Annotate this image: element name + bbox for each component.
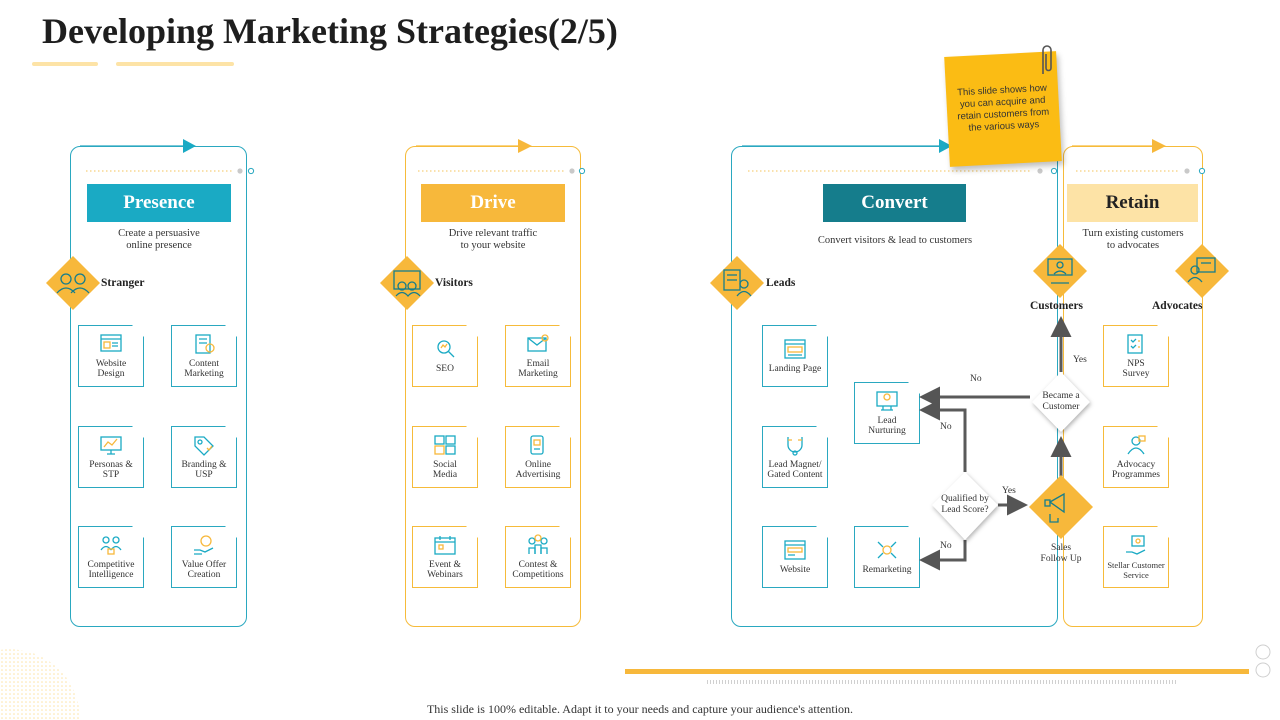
seo-icon bbox=[433, 338, 457, 360]
website-icon bbox=[99, 333, 123, 355]
drive-header: Drive bbox=[421, 184, 565, 222]
stage-advocates: Advocates bbox=[1152, 300, 1203, 312]
nurture-icon bbox=[875, 390, 899, 412]
email-icon bbox=[526, 333, 550, 355]
title-underline-left bbox=[32, 62, 98, 66]
card-branding-usp: Branding &USP bbox=[171, 426, 237, 488]
advocacy-icon bbox=[1124, 434, 1148, 456]
stage-leads: Leads bbox=[766, 277, 796, 289]
bottom-bar bbox=[625, 669, 1249, 674]
card-lead-magnet: Lead Magnet/Gated Content bbox=[762, 426, 828, 488]
card-website: Website bbox=[762, 526, 828, 588]
survey-icon bbox=[1124, 333, 1148, 355]
trophy-icon bbox=[526, 534, 550, 556]
convert-header: Convert bbox=[823, 184, 966, 222]
stage-visitors: Visitors bbox=[435, 277, 473, 289]
paperclip-icon bbox=[1042, 45, 1052, 74]
convert-description: Convert visitors & lead to customers bbox=[817, 235, 973, 246]
sales-followup-diamond bbox=[1029, 475, 1093, 539]
team-icon bbox=[99, 534, 123, 556]
arrow-head-icon bbox=[183, 139, 196, 153]
customers-icon bbox=[1033, 244, 1087, 298]
no-label: No bbox=[970, 374, 982, 384]
card-seo: SEO bbox=[412, 325, 478, 387]
service-icon bbox=[1124, 534, 1148, 556]
presence-header: Presence bbox=[87, 184, 231, 222]
document-icon bbox=[192, 333, 216, 355]
social-icon bbox=[433, 434, 457, 456]
stage-stranger: Stranger bbox=[101, 277, 145, 289]
no-label: No bbox=[940, 541, 952, 551]
card-landing-page: Landing Page bbox=[762, 325, 828, 387]
card-contest-competitions: Contest &Competitions bbox=[505, 526, 571, 588]
corner-decoration bbox=[0, 649, 81, 720]
visitors-icon bbox=[380, 256, 434, 310]
yes-label: Yes bbox=[1073, 355, 1087, 365]
ad-icon bbox=[526, 434, 550, 456]
megaphone-icon bbox=[1044, 492, 1065, 523]
tag-icon bbox=[192, 434, 216, 456]
stage-customers: Customers bbox=[1030, 300, 1084, 312]
arrow-head-icon bbox=[939, 139, 952, 153]
magnet-icon bbox=[783, 434, 807, 456]
landing-page-icon bbox=[783, 338, 807, 360]
card-personas-stp: Personas &STP bbox=[78, 426, 144, 488]
yes-label: Yes bbox=[1002, 486, 1016, 496]
decision-qualified bbox=[932, 472, 998, 540]
retain-header: Retain bbox=[1067, 184, 1198, 222]
decision-became-customer bbox=[1032, 372, 1090, 432]
footer-text: This slide is 100% editable. Adapt it to… bbox=[426, 702, 854, 716]
leads-icon bbox=[710, 256, 764, 310]
card-event-webinars: Event &Webinars bbox=[412, 526, 478, 588]
hand-coin-icon bbox=[192, 534, 216, 556]
arrow-head-icon bbox=[518, 139, 532, 153]
arrow-head-icon bbox=[1152, 139, 1166, 153]
website-icon bbox=[783, 539, 807, 561]
calendar-icon bbox=[433, 534, 457, 556]
monitor-icon bbox=[99, 434, 123, 456]
page-title: Developing Marketing Strategies(2/5) bbox=[42, 11, 618, 51]
remarketing-icon bbox=[875, 539, 899, 561]
title-underline-right bbox=[116, 62, 234, 66]
advocates-icon bbox=[1175, 244, 1229, 298]
no-label: No bbox=[940, 422, 952, 432]
card-remarketing: Remarketing bbox=[854, 526, 920, 588]
people-icon bbox=[46, 256, 100, 310]
